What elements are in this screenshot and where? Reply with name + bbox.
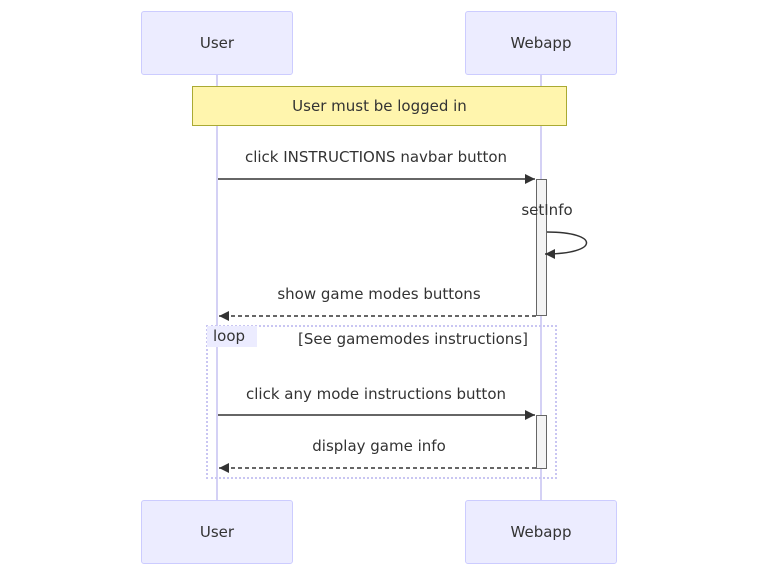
user-lifeline <box>216 75 218 500</box>
actor-user-bottom: User <box>141 500 293 564</box>
actor-webapp-top: Webapp <box>465 11 617 75</box>
webapp-activation-2 <box>536 415 547 469</box>
loop-tag-text: loop <box>213 327 246 345</box>
actor-webapp-bottom-label: Webapp <box>510 523 572 541</box>
webapp-activation-1 <box>536 179 547 316</box>
loop-condition: [See gamemodes instructions] <box>298 330 528 348</box>
loop-tag: loop <box>207 326 257 347</box>
note-text: User must be logged in <box>292 97 467 115</box>
actor-user-top: User <box>141 11 293 75</box>
message-arrow-2-self <box>544 231 588 259</box>
actor-user-bottom-label: User <box>199 523 235 541</box>
actor-user-top-label: User <box>199 34 235 52</box>
note-logged-in: User must be logged in <box>192 86 567 126</box>
loop-frame <box>206 325 557 479</box>
actor-webapp-bottom: Webapp <box>465 500 617 564</box>
message-label-2: setInfo <box>521 201 573 219</box>
actor-webapp-top-label: Webapp <box>510 34 572 52</box>
message-label-3: show game modes buttons <box>277 285 481 303</box>
message-label-5: display game info <box>312 437 446 455</box>
message-label-4: click any mode instructions button <box>245 385 507 403</box>
message-label-1: click INSTRUCTIONS navbar button <box>244 148 508 166</box>
